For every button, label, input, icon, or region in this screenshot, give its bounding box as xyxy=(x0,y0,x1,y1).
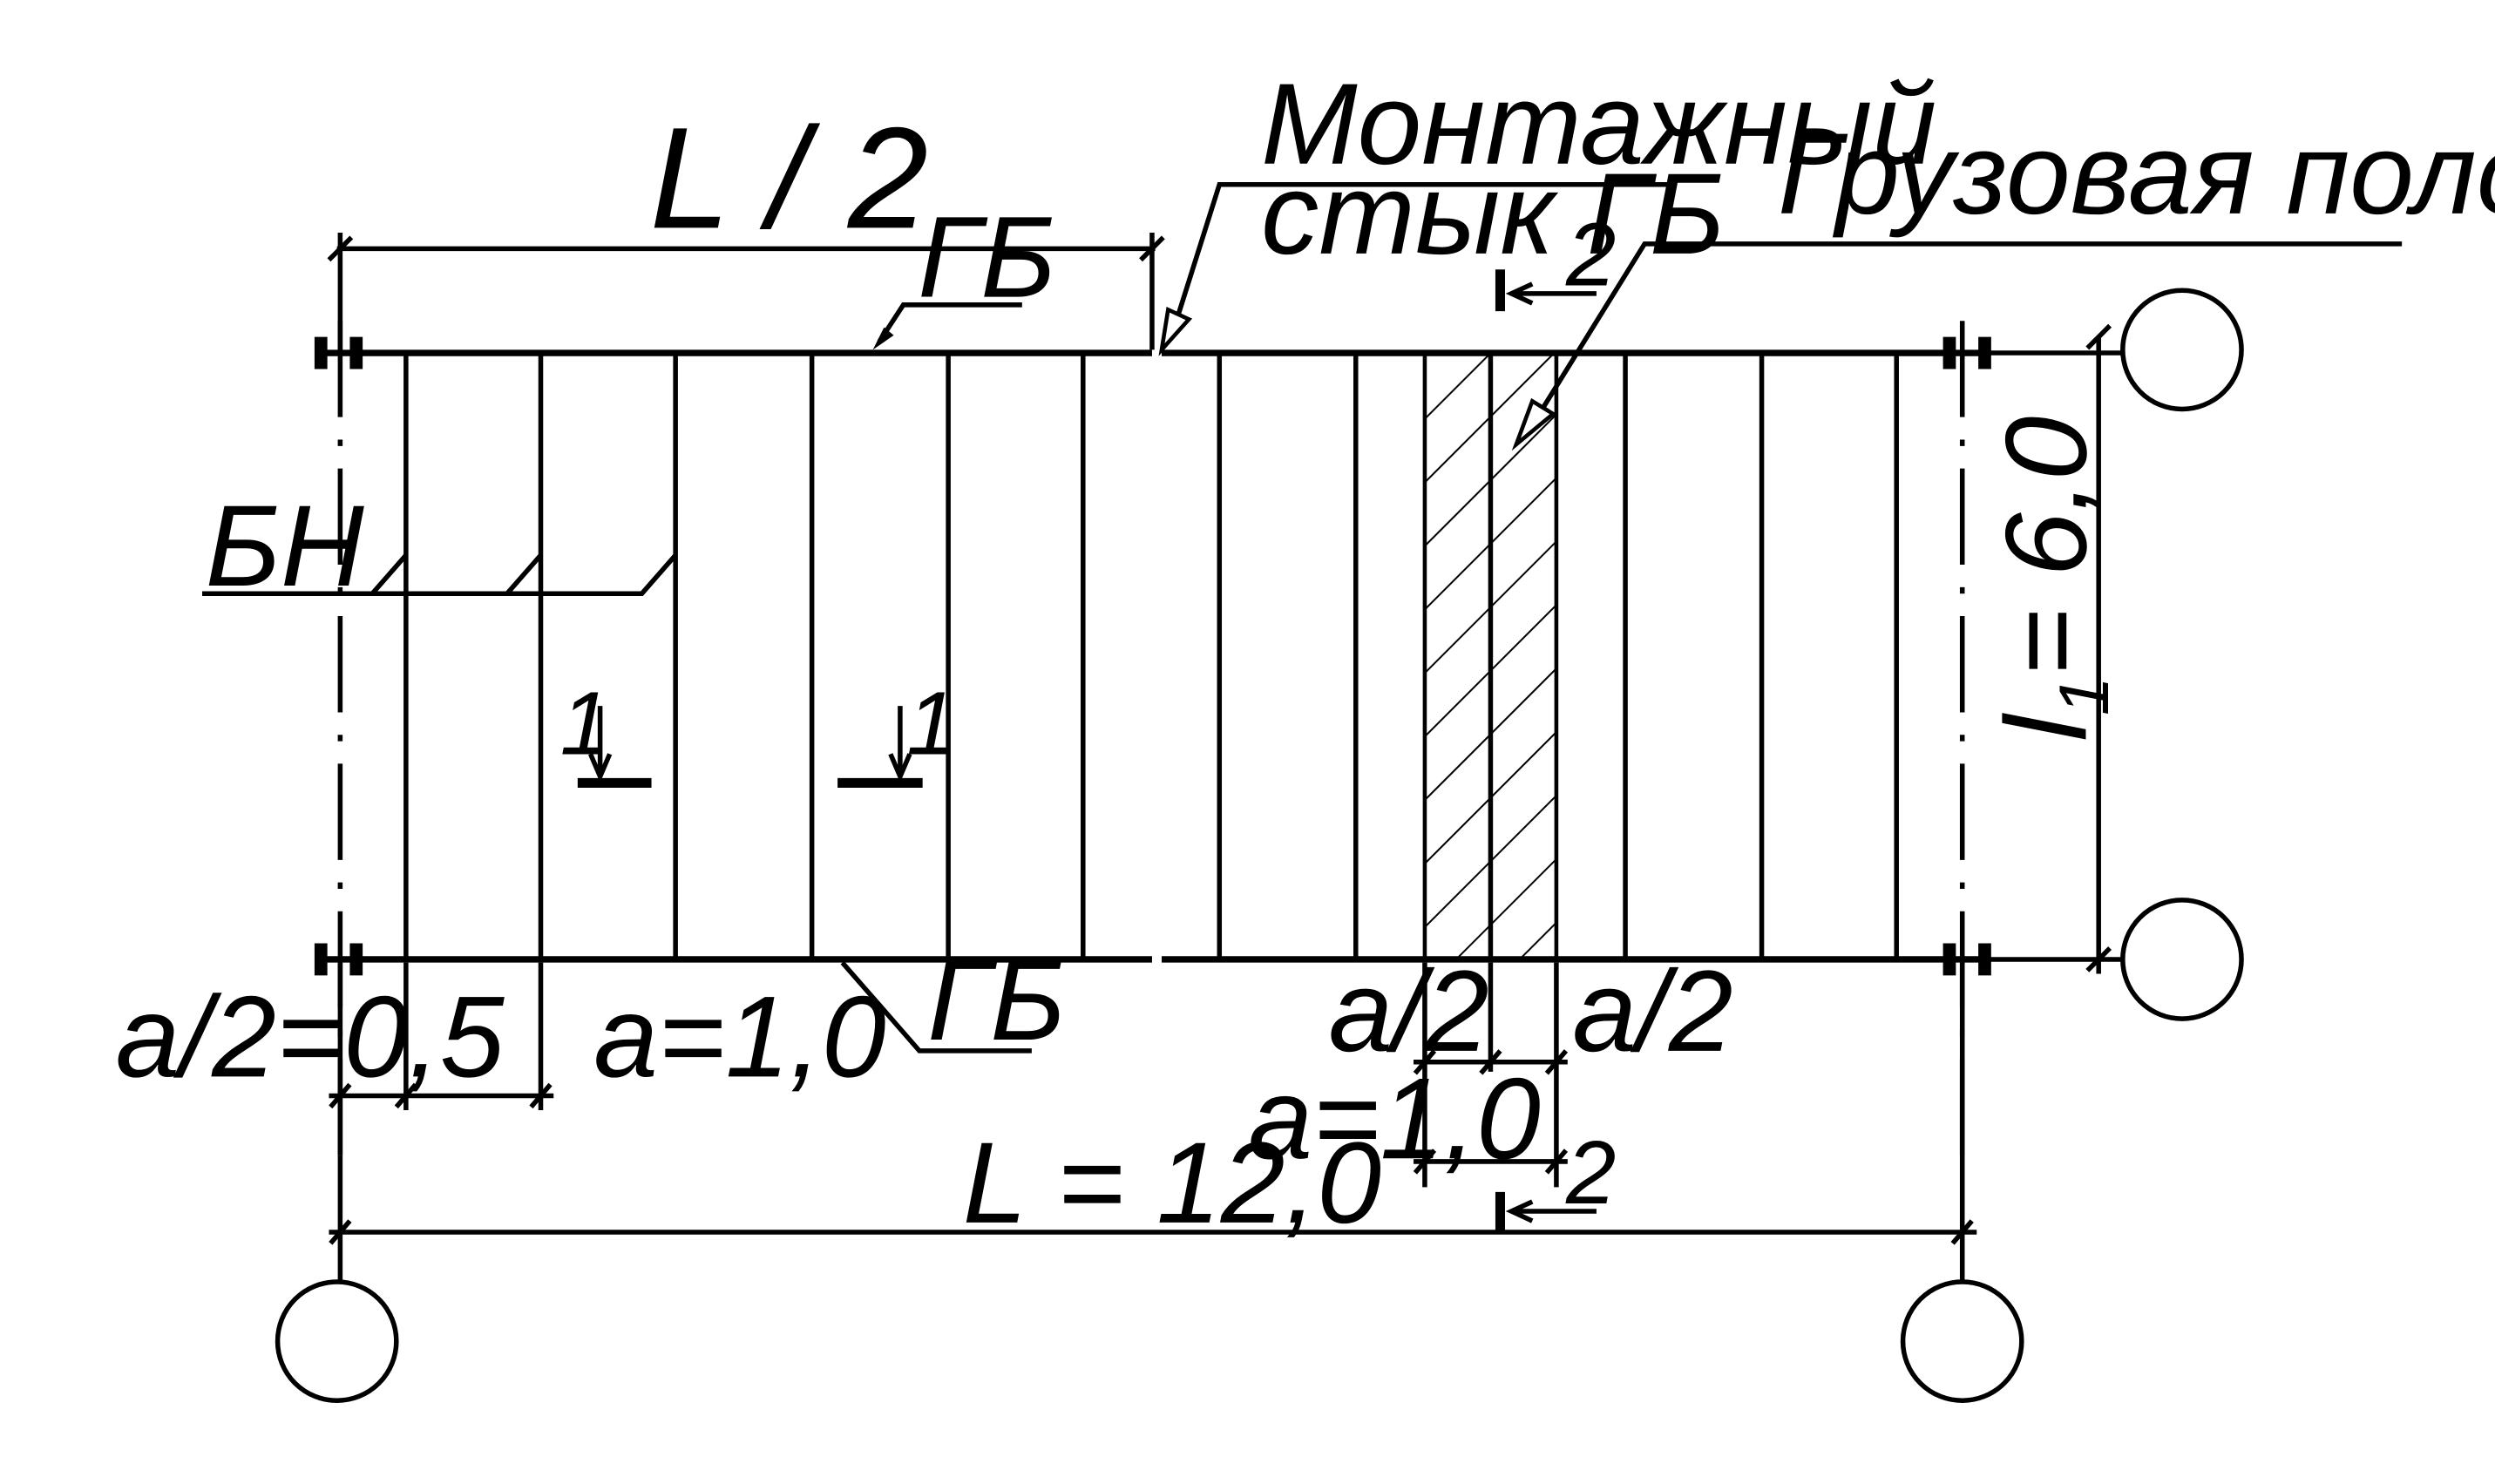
dimension-tick xyxy=(327,235,354,262)
joint-label-line2: стык ГБ xyxy=(1261,150,1725,279)
secondary-span-label: l1= 6,0 xyxy=(1982,417,2124,742)
dimension-tick xyxy=(2085,946,2112,972)
dimension-tick xyxy=(329,1219,352,1245)
girder-labels: ГБ ГБ xyxy=(840,193,1066,1065)
half-spacing-left-label: a/2=0,5 xyxy=(116,972,505,1101)
total-span-label: L = 12,0 xyxy=(963,1119,1381,1248)
strip-dimensions: a/2 a/2 a=1,0 xyxy=(1248,947,1733,1188)
secondary-span-dimension: l1= 6,0 xyxy=(1982,323,2124,974)
load-strip-label: Грузовая полоса БН xyxy=(1778,110,2495,239)
dimension-tick xyxy=(1139,235,1165,262)
strip-width-label: a=1,0 xyxy=(1248,1054,1540,1183)
dimension-tick xyxy=(394,1082,417,1109)
dimension-tick xyxy=(1950,1219,1974,1245)
section-2-label-bottom: 2 xyxy=(1565,1122,1616,1223)
floor-beam-callout: БН xyxy=(202,482,678,611)
girder-top-leader xyxy=(877,302,1022,343)
girder-top-arrow xyxy=(872,327,894,350)
floor-beam-leader-tick xyxy=(505,553,543,596)
joint-arrow xyxy=(1158,306,1193,356)
section-2-arrowhead-top xyxy=(1505,281,1534,306)
load-strip-callout: Грузовая полоса БН xyxy=(1511,110,2495,451)
section-1-markers: 1 1 xyxy=(560,673,957,788)
girder-bottom-label: ГБ xyxy=(927,936,1065,1065)
section-1-arrowhead-right xyxy=(888,753,912,783)
load-strip-leader xyxy=(1529,241,2403,427)
axis-lines xyxy=(337,321,1965,1155)
section-1-arrowhead-left xyxy=(588,753,613,783)
joint-leader xyxy=(1169,181,1672,338)
section-1-label-right: 1 xyxy=(906,673,956,773)
dimension-tick xyxy=(2085,323,2112,350)
girder-bottom-leader xyxy=(840,960,1032,1054)
section-2-label-top: 2 xyxy=(1565,205,1616,305)
strip-half-left-label: a/2 xyxy=(1328,947,1488,1076)
section-1-label-left: 1 xyxy=(560,673,610,773)
half-span-label: L / 2 xyxy=(650,98,928,259)
floor-beams xyxy=(403,353,1899,959)
main-girders xyxy=(314,336,2121,976)
dimension-tick xyxy=(529,1082,553,1109)
secondary-span-symbol: l xyxy=(1982,713,2111,742)
secondary-span-value: = 6,0 xyxy=(1982,417,2111,677)
column-marker-top-right xyxy=(2120,288,2244,412)
floor-beam-leader xyxy=(202,553,678,596)
floor-beam-label: БН xyxy=(206,482,364,611)
column-marker-mid-right xyxy=(2120,898,2244,1021)
half-span-dimension: L / 2 xyxy=(327,98,1165,354)
dimension-tick xyxy=(1544,1149,1569,1175)
column-markers xyxy=(275,288,2244,1404)
load-strip-arrow xyxy=(1511,397,1557,451)
floor-beam-leader-tick xyxy=(370,553,408,596)
strip-half-right-label: a/2 xyxy=(1572,947,1732,1076)
column-marker-bottom-right xyxy=(1900,1279,2024,1404)
secondary-span-subscript: 1 xyxy=(2045,676,2124,715)
assembly-joint-callout: Монтажный стык ГБ xyxy=(1158,60,1936,356)
dimension-tick xyxy=(1413,1049,1437,1075)
total-span-dimension: L = 12,0 xyxy=(329,962,1977,1284)
dimension-tick xyxy=(1544,1049,1569,1075)
load-strip xyxy=(1422,350,1559,962)
section-2-arrowhead-bottom xyxy=(1505,1199,1534,1223)
girder-top-label: ГБ xyxy=(918,193,1055,322)
column-marker-bottom-left xyxy=(275,1279,399,1404)
joint-label-line1: Монтажный xyxy=(1261,60,1936,189)
section-2-markers: 2 2 xyxy=(1495,205,1616,1231)
dimension-tick xyxy=(1413,1149,1437,1175)
dimension-tick xyxy=(329,1082,352,1109)
dimension-tick xyxy=(1479,1049,1502,1075)
spacing-left-label: a=1,0 xyxy=(593,972,885,1101)
spacing-dimension-left: a/2=0,5 a=1,0 xyxy=(116,962,886,1155)
